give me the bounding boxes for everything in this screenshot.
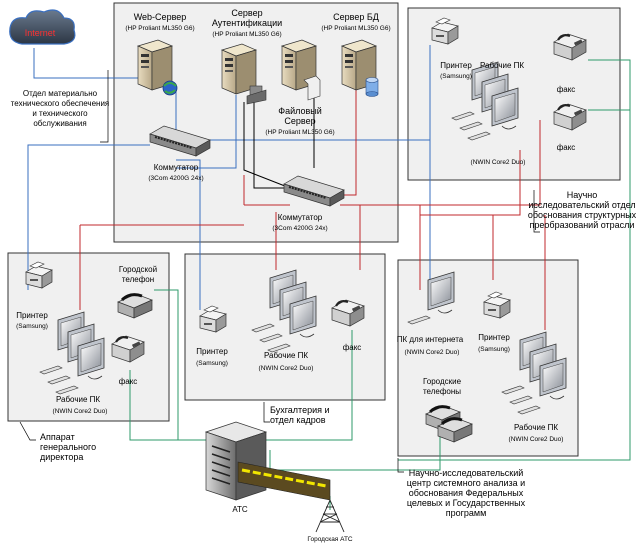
research-printer-name: Принтер [478,333,510,342]
research-dept-label: Научно исследовательский отдел обоснован… [528,190,637,233]
research-printer-model: (Samsung) [478,346,510,353]
accounting-fax-label: факс [343,343,362,352]
logistics-line-3: и технического [32,109,88,118]
top-right-workstations-model: (NWIN Core2 Duo) [471,159,526,166]
db-server [341,39,379,97]
logistics-line-2: технического обеспечения [11,99,110,108]
web-server [137,39,178,96]
director-caption: Аппарат генерального директора [19,421,96,462]
pbx-label: АТС [232,505,248,514]
research-dept-line-2: исследовательский отдел [528,200,635,210]
lock-icon [246,85,267,105]
globe-icon [162,80,178,96]
radio-tower-icon [315,499,345,533]
db-server-model: (HP Proliant ML350 G6) [321,25,390,32]
accounting-caption-1: Бухгалтерия и [270,405,330,415]
research-center-caption: Научно-исследовательский центр системног… [397,458,526,518]
internet-label: Internet [25,28,56,38]
pbx [204,421,268,501]
document-icon [303,75,321,101]
director-city-phone-1: Городской [119,265,157,274]
logistics-line-4: обслуживания [33,119,86,128]
research-center-caption-3: обоснования Федеральных [409,488,524,498]
auth-server-name-2: Аутентификации [212,18,282,28]
db-server-name: Сервер БД [333,12,379,22]
switch-1-name: Коммутатор [154,163,199,172]
accounting-printer-model: (Samsung) [196,360,228,367]
accounting-caption-2: отдел кадров [270,415,326,425]
auth-server-model: (HP Proliant ML350 G6) [212,31,281,38]
logistics-line-1: Отдел материально [23,89,98,98]
city-pbx-label: Городская АТС [307,536,353,543]
web-server-name: Web-Сервер [134,12,187,22]
research-dept-line-1: Научно [567,190,598,200]
file-server-name-2: Сервер [284,116,315,126]
server-room-panel [113,2,399,243]
switch-2-model: (3Com 4200G 24x) [272,225,327,232]
director-caption-1: Аппарат [40,432,75,442]
accounting-printer-name: Принтер [196,347,228,356]
director-workstations-name: Рабочие ПК [56,395,100,404]
research-center-caption-5: программ [446,508,487,518]
logistics-dept-label: Отдел материально технического обеспечен… [11,70,110,143]
internet-cloud: Internet [9,9,76,45]
accounting-workstations-name: Рабочие ПК [264,351,308,360]
director-city-phone-2: телефон [122,275,154,284]
accounting-workstations-model: (NWIN Core2 Duo) [259,365,314,372]
switch-2-name: Коммутатор [278,213,323,222]
research-workstations-model: (NWIN Core2 Duo) [509,436,564,443]
network-links [27,45,631,510]
director-printer-name: Принтер [16,311,48,320]
director-printer-model: (Samsung) [16,323,48,330]
top-right-workstations-name: Рабочие ПК [480,61,524,70]
director-caption-2: генерального [40,442,96,452]
research-city-phones-2: телефоны [423,387,461,396]
file-server-name-1: Файловый [278,106,322,116]
research-center-caption-2: центр системного анализа и [407,478,525,488]
director-workstations-model: (NWIN Core2 Duo) [53,408,108,415]
switch-1-model: (3Com 4200G 24x) [148,175,203,182]
auth-server [221,43,267,105]
internet-pc-model: (NWIN Core2 Duo) [405,349,460,356]
research-dept-line-3: обоснования структурных [528,210,637,220]
research-center-caption-1: Научно-исследовательский [409,468,524,478]
accounting-caption: Бухгалтерия и отдел кадров [263,402,330,425]
database-icon [365,77,379,97]
research-center-caption-4: целевых и Государственных [407,498,526,508]
top-right-printer-name: Принтер [440,61,472,70]
research-dept-line-4: преобразований отрасли [530,220,635,230]
research-city-phones-1: Городские [423,377,462,386]
top-right-printer-model: (Samsung) [440,73,472,80]
director-caption-3: директора [40,452,83,462]
auth-server-name-1: Сервер [231,8,262,18]
director-fax-label: факс [119,377,138,386]
top-right-fax-1-label: факс [557,85,576,94]
web-server-model: (HP Proliant ML350 G6) [125,25,194,32]
top-right-fax-2-label: факс [557,143,576,152]
internet-pc-name: ПК для интернета [397,335,464,344]
file-server-model: (HP Proliant ML350 G6) [265,129,334,136]
file-server [281,39,321,101]
research-workstations-name: Рабочие ПК [514,423,558,432]
